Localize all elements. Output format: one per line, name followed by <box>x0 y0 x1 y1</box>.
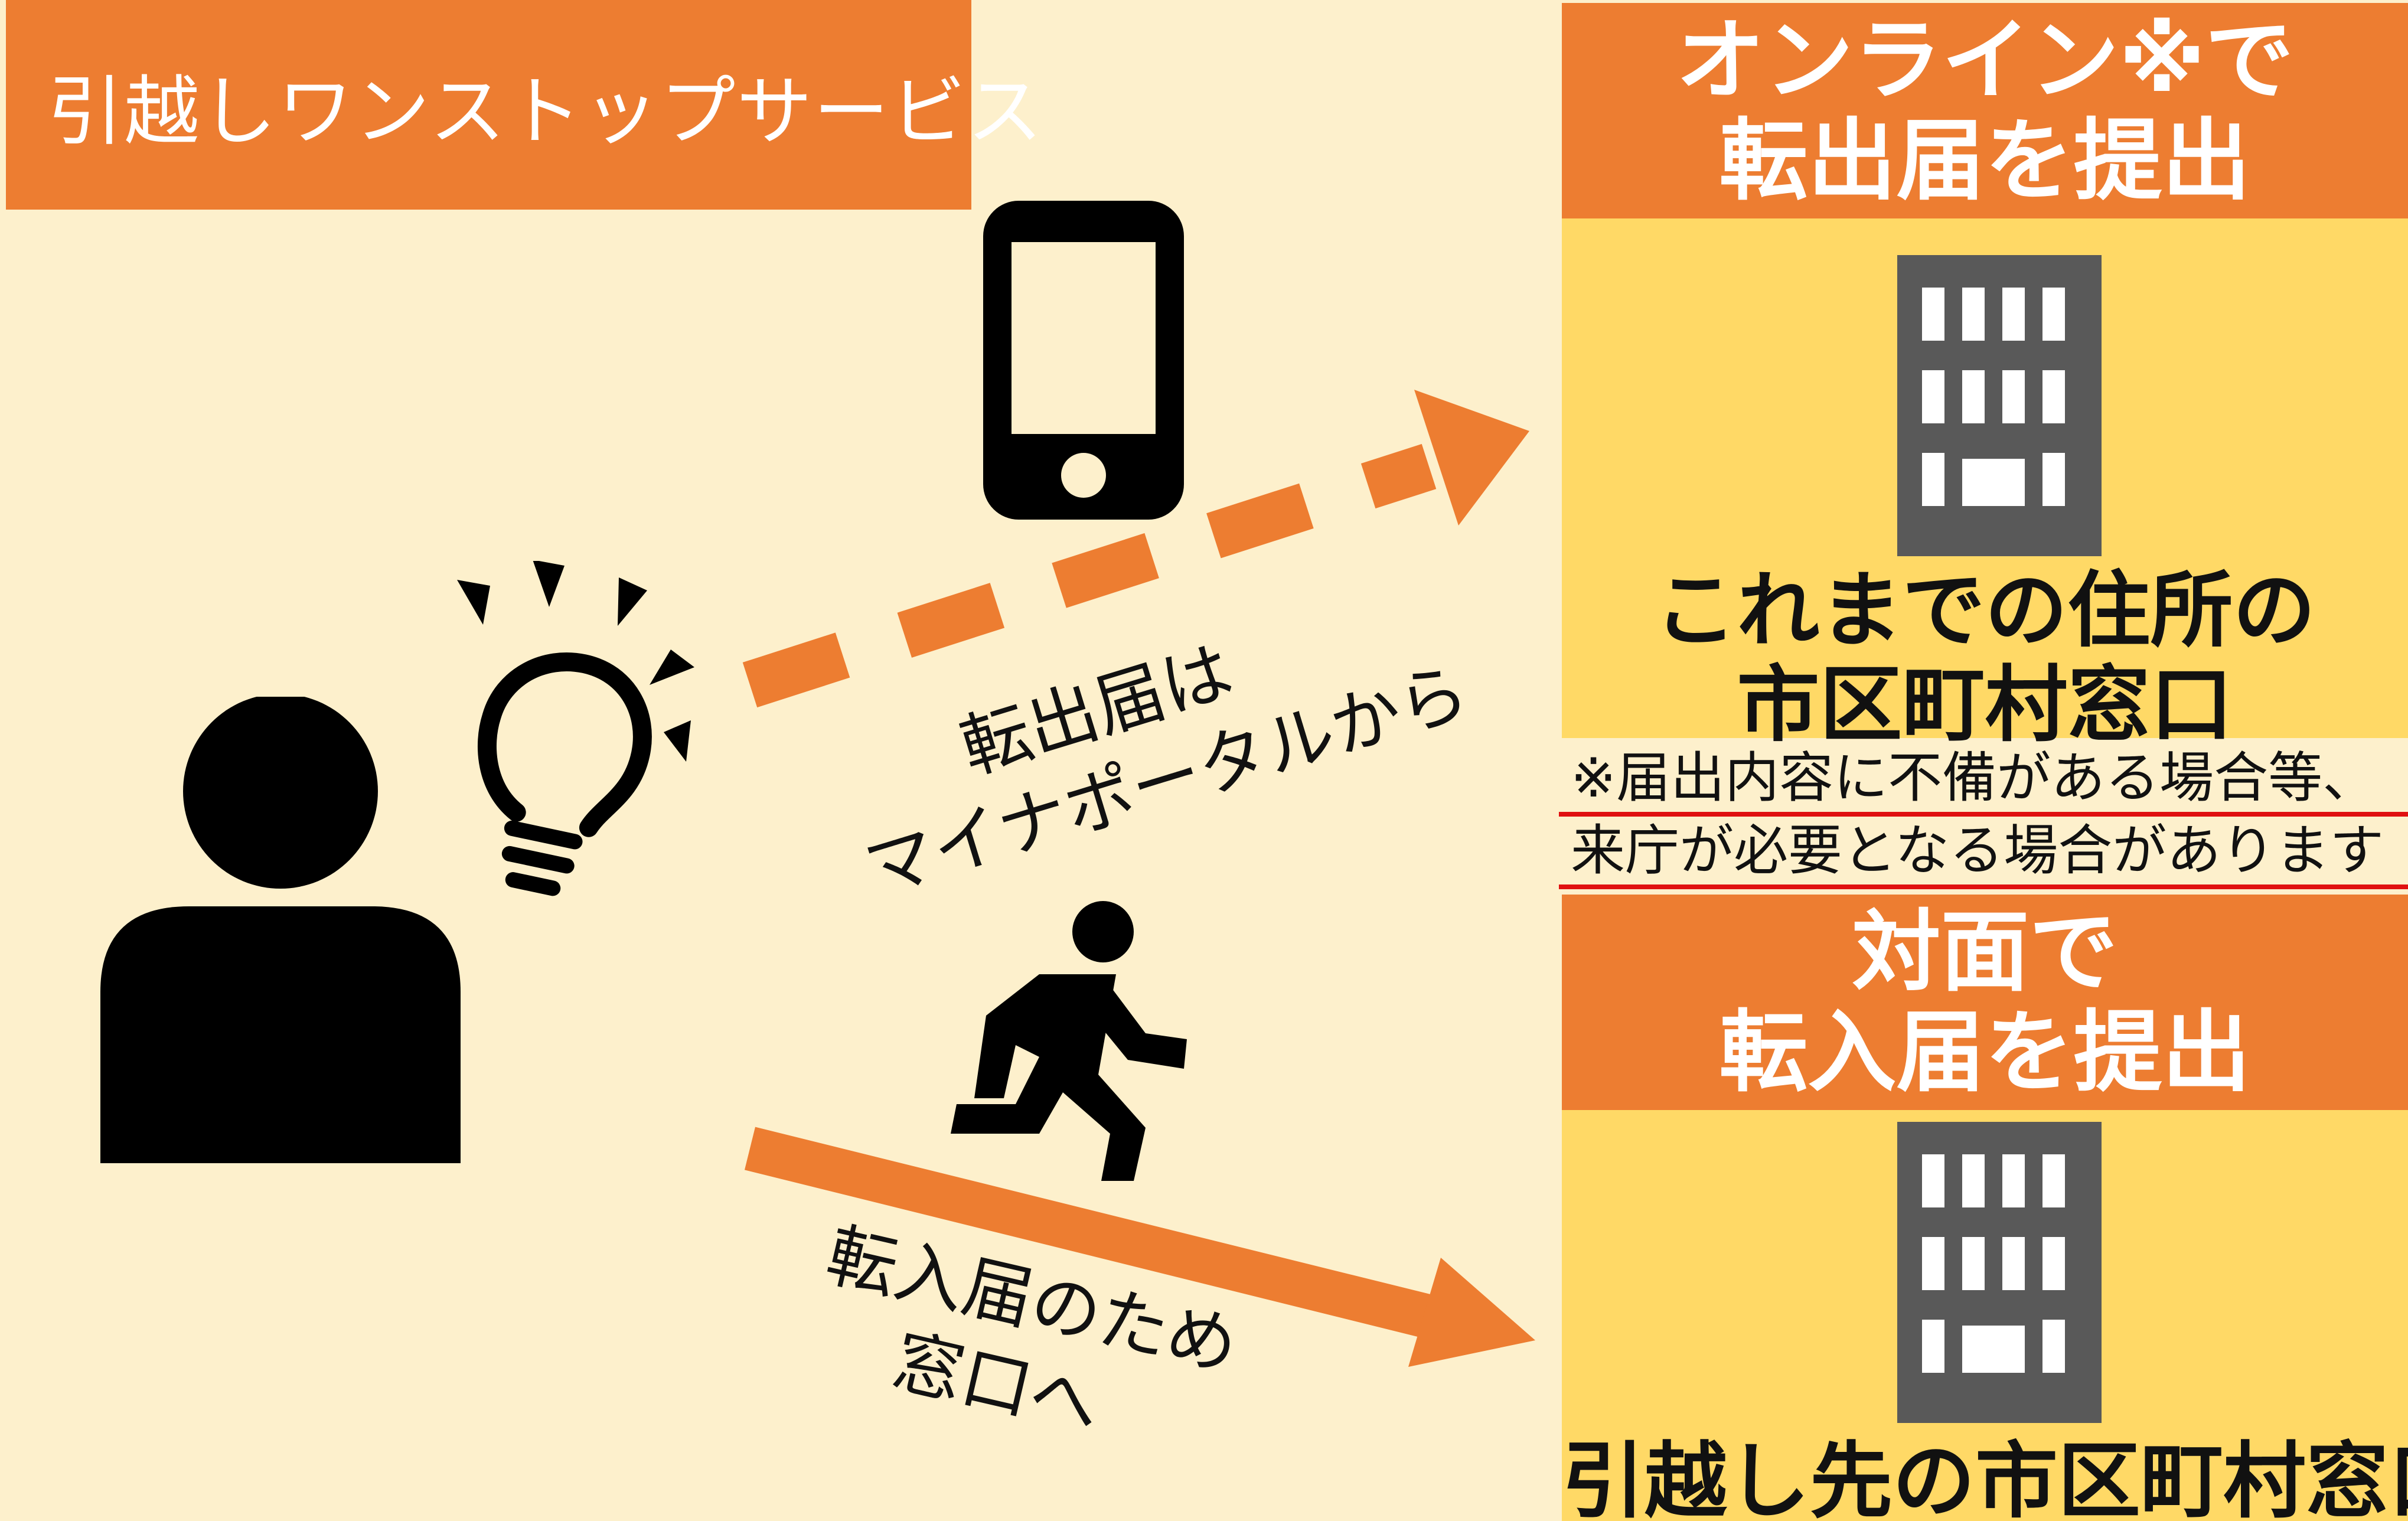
online-heading-line1: オンライン※で <box>1676 9 2294 112</box>
online-office-panel: これまでの住所の 市区町村窓口 <box>1562 218 2408 753</box>
online-office-line2: 市区町村窓口 <box>1737 657 2233 753</box>
inperson-office-line1: 引越し先の市区町村窓口 <box>1562 1434 2408 1521</box>
inperson-arrow-head <box>1408 1258 1535 1367</box>
person-icon <box>100 697 461 1163</box>
note-line1: ※届出内容に不備がある場合等、 <box>1559 744 2408 817</box>
smartphone-icon <box>983 201 1184 520</box>
online-arrow-head <box>1414 390 1529 526</box>
lightbulb-icon <box>457 561 694 896</box>
online-office-line1: これまでの住所の <box>1654 563 2316 659</box>
online-heading-line2: 転出届を提出 <box>1719 109 2251 213</box>
online-note: ※届出内容に不備がある場合等、 来庁が必要となる場合があります <box>1559 744 2408 889</box>
online-arrow-shaft <box>742 443 1437 708</box>
note-line2: 来庁が必要となる場合があります <box>1559 817 2408 889</box>
walking-person-icon <box>951 901 1187 1181</box>
building-icon <box>1897 1122 2102 1423</box>
title-banner: 引越しワンストップサービス <box>6 0 1042 210</box>
inperson-office-panel: 引越し先の市区町村窓口 <box>1562 1110 2408 1521</box>
inperson-heading-line1: 対面で <box>1852 900 2118 1004</box>
online-heading-band: オンライン※で 転出届を提出 <box>1562 3 2408 218</box>
diagram-title: 引越しワンストップサービス <box>47 68 1044 156</box>
inperson-arrow-shaft <box>744 1127 1447 1342</box>
inperson-heading-line2: 転入届を提出 <box>1719 1001 2251 1104</box>
inperson-heading-band: 対面で 転入届を提出 <box>1562 895 2408 1110</box>
building-icon <box>1897 255 2102 556</box>
